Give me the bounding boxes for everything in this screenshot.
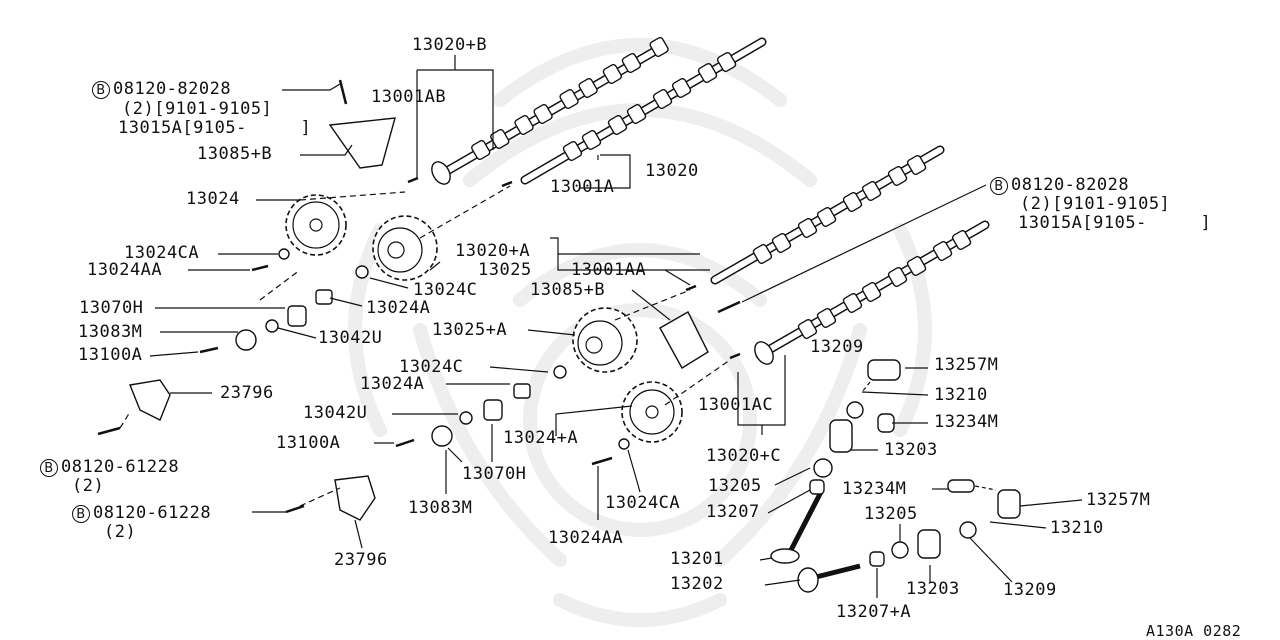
label-13202: 13202 [670,574,724,594]
circled-letter-b-icon: B [92,81,110,99]
label-13024ca-a: 13024CA [124,243,200,263]
label-08120-82028-b: 08120-82028 [1011,175,1130,195]
label-13024a-b: 13024A [360,374,425,394]
spring-13203-b [917,529,941,559]
spring-13203-a [829,419,853,453]
label-13210-b: 13210 [1050,518,1104,538]
rocker-13257m-b [997,489,1021,519]
sprocket-13025a [572,307,638,373]
label-13015a-a: 13015A[9105- ] [118,118,312,138]
label-qty-date-b: (2)[9101-9105] [1020,194,1171,214]
sprocket-13024 [285,194,347,256]
label-13024c-a: 13024C [413,280,478,300]
cover-13085b-lower [659,311,709,369]
label-08120-61228-a: 08120-61228 [61,457,180,477]
label-13020: 13020 [645,161,699,181]
label-13207a: 13207+A [836,602,912,622]
circled-letter-b-icon: B [40,459,58,477]
label-13001a: 13001A [550,177,615,197]
label-qty-date-a: (2)[9101-9105] [122,99,273,119]
label-13257m-a: 13257M [934,355,999,375]
label-13042u-b: 13042U [303,403,368,423]
label-13203-a: 13203 [884,440,938,460]
tensioner-23796-b [334,475,376,521]
label-13020b: 13020+B [412,35,488,55]
cover-13085b-top [328,117,396,169]
label-13085b-b: 13085+B [530,280,606,300]
label-13209-a: 13209 [810,337,864,357]
label-13024a-a: 13024A [366,298,431,318]
label-13024c-b: 13024C [399,357,464,377]
label-13020c: 13020+C [706,446,782,466]
valve-13202 [797,563,861,593]
camshaft-13020a [710,145,945,285]
label-qty-2-a: (2) [72,476,105,496]
label-13070h-b: 13070H [462,464,527,484]
camshaft-13020 [520,37,767,185]
label-qty-2-b: (2) [104,522,137,542]
label-13024: 13024 [186,189,240,209]
label-13201: 13201 [670,549,724,569]
camshaft-13020b [431,35,670,185]
bolts [97,79,741,514]
rocker-13257m-a [867,359,901,381]
diagram-reference-code: A130A 0282 [1146,622,1242,640]
label-13025: 13025 [478,260,532,280]
label-13024ca-b: 13024CA [605,493,681,513]
camshaft-13020c [754,220,990,365]
label-13015a-b: 13015A[9105- ] [1018,213,1212,233]
sprocket-13025 [372,215,438,281]
circled-letter-b-icon: B [990,177,1008,195]
label-13205-a: 13205 [708,476,762,496]
label-13042u-a: 13042U [318,328,383,348]
label-13020a: 13020+A [455,241,531,261]
label-23796-a: 23796 [220,383,274,403]
label-13203-b: 13203 [906,579,960,599]
label-13100a-a: 13100A [78,345,143,365]
label-13205-b: 13205 [864,504,918,524]
label-13001ab: 13001AB [371,87,447,107]
valve-13201 [770,488,825,564]
label-13234m-a: 13234M [934,412,999,432]
label-13025a: 13025+A [432,320,508,340]
label-13001aa: 13001AA [571,260,647,280]
tensioner-23796-a [129,379,171,421]
label-13024-plus-a: 13024+A [503,428,579,448]
label-08120-61228-b: 08120-61228 [93,503,212,523]
label-23796-b: 23796 [334,550,388,570]
label-13210-a: 13210 [934,385,988,405]
label-13209-b: 13209 [1003,580,1057,600]
label-13100a-b: 13100A [276,433,341,453]
label-08120-82028-a: 08120-82028 [113,79,232,99]
label-13024aa-b: 13024AA [548,528,624,548]
label-13085b-a: 13085+B [197,144,273,164]
leader-lines [119,55,1083,598]
label-13001ac: 13001AC [698,395,774,415]
label-13070h-a: 13070H [79,298,144,318]
watermark-emblem-icon [348,38,932,627]
sprocket-13024a [621,381,683,443]
label-13024aa-a: 13024AA [87,260,163,280]
label-13207: 13207 [706,502,760,522]
label-13083m-b: 13083M [408,498,473,518]
label-13257m-b: 13257M [1086,490,1151,510]
circled-letter-b-icon: B [72,505,90,523]
label-13083m-a: 13083M [78,322,143,342]
label-13234m-b: 13234M [842,479,907,499]
